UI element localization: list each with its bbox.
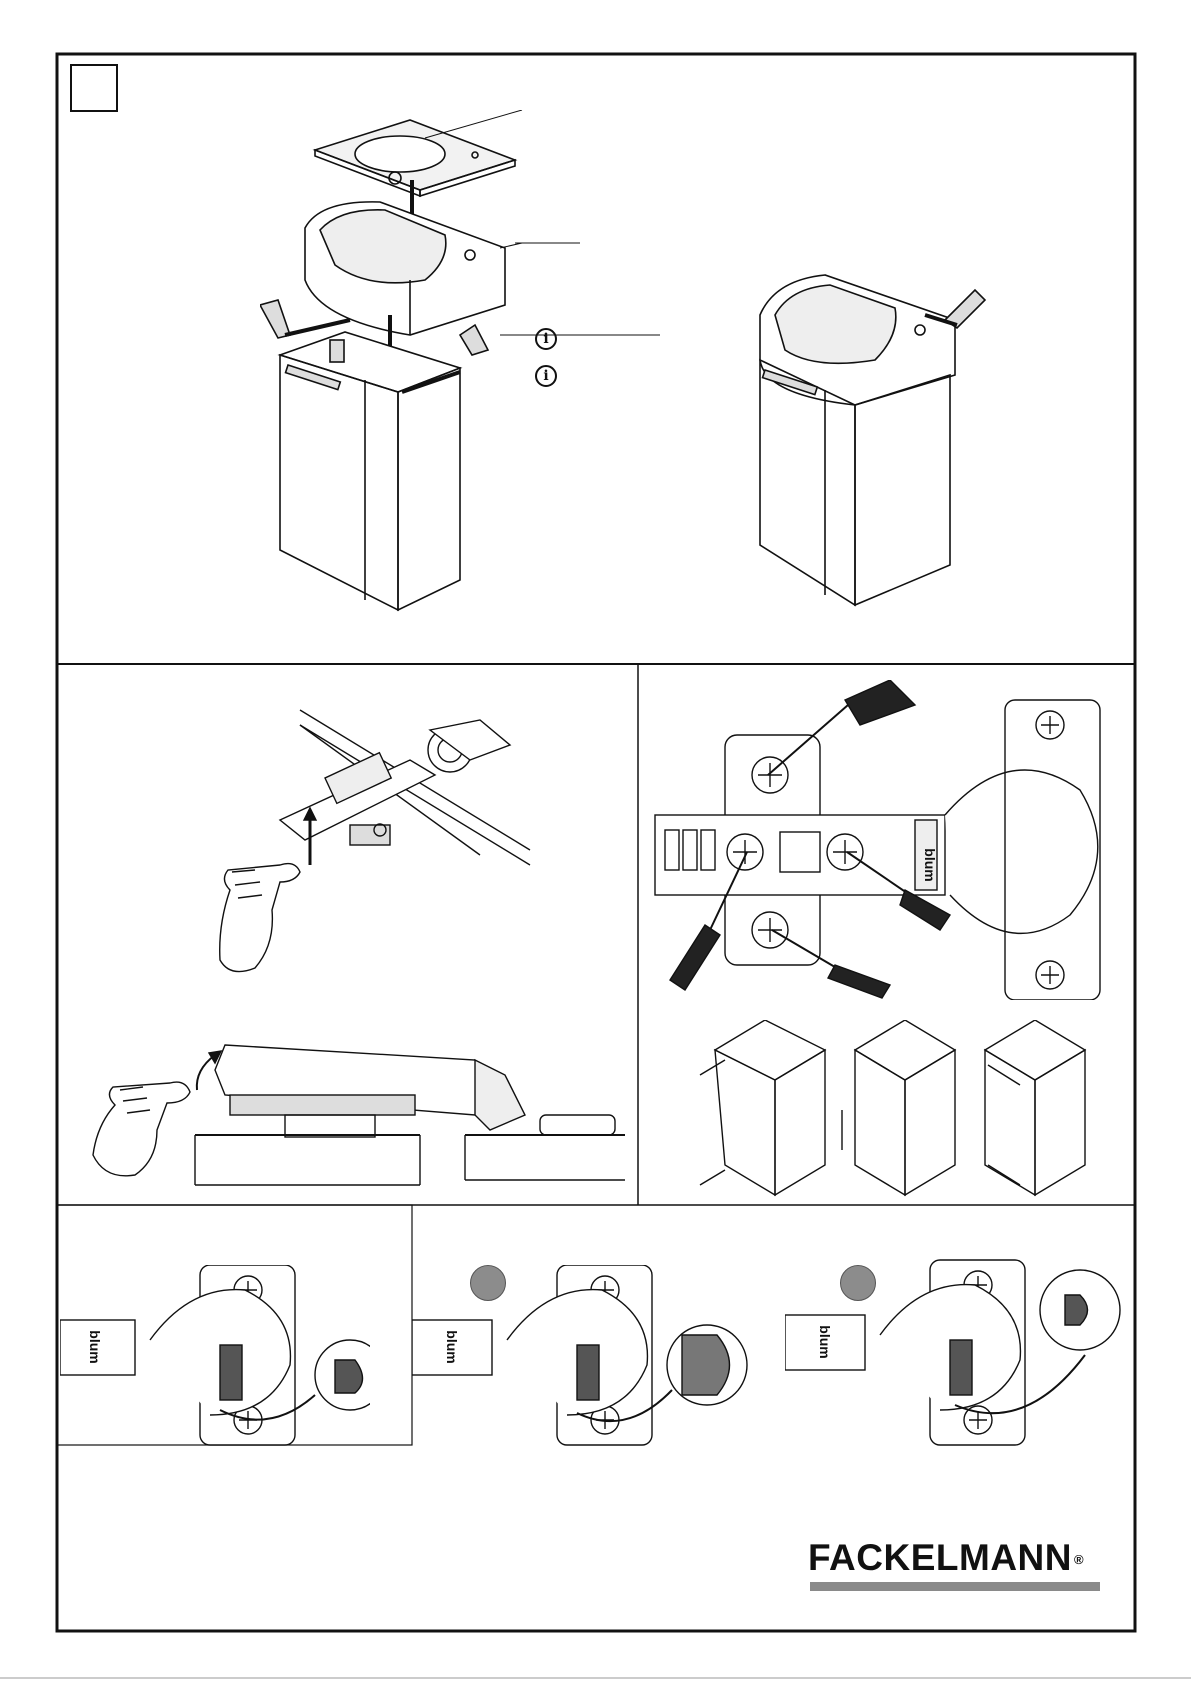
hinge-detail-view-2: blum: [412, 1265, 772, 1455]
assembled-basin-cabinet-illustration: [745, 270, 1005, 630]
hinge-brand-label-2: blum: [444, 1330, 460, 1363]
step-number-box: [70, 64, 118, 112]
hinge-adjustment-screwdriver-illustration: blum: [650, 680, 1130, 1000]
brand-name: FACKELMANN: [808, 1537, 1072, 1578]
registered-mark: ®: [1074, 1552, 1084, 1567]
hinge-clip-on-illustration: [200, 700, 540, 990]
door-alignment-depth: [985, 1020, 1085, 1195]
door-alignment-height: [842, 1020, 955, 1195]
door-alignment-diagrams: [690, 1020, 1110, 1200]
hinge-detail-view-3: blum: [785, 1255, 1125, 1455]
info-circle-icon: i: [535, 328, 557, 350]
basin-exploded-assembly-illustration: [260, 110, 680, 630]
hinge-brand-label-3: blum: [817, 1325, 833, 1358]
hinge-brand-label: blum: [922, 848, 938, 881]
hinge-detail-view-1: blum: [60, 1265, 370, 1455]
hinge-brand-label-1: blum: [87, 1330, 103, 1363]
fackelmann-logo: FACKELMANN®: [808, 1538, 1108, 1588]
info-circle-icon-2: i: [535, 365, 557, 387]
logo-underline-bar: [810, 1582, 1100, 1591]
door-alignment-side: [700, 1020, 825, 1195]
hinge-side-release-illustration: [85, 1035, 625, 1200]
